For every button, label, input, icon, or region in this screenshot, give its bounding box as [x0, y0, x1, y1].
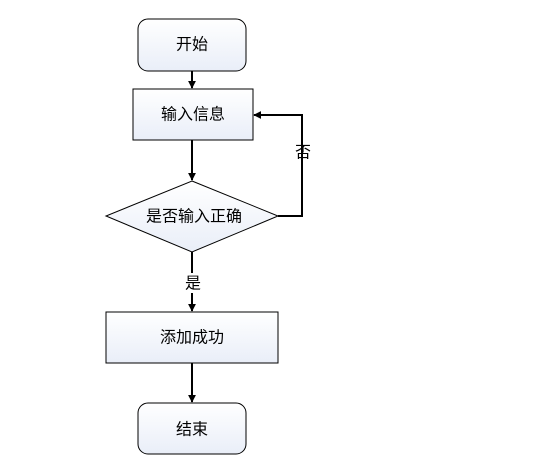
start-label: 开始 — [176, 35, 208, 54]
edge-yes-label: 是 — [185, 274, 201, 293]
add-shape — [105, 311, 279, 364]
add-node: 添加成功 — [105, 311, 279, 364]
end-shape — [137, 402, 247, 455]
input-shape — [132, 88, 254, 141]
add-label: 添加成功 — [160, 328, 224, 347]
decision-label: 是否输入正确 — [146, 207, 242, 226]
end-node: 结束 — [137, 402, 247, 455]
decision-node: 是否输入正确 — [104, 180, 280, 253]
end-label: 结束 — [176, 420, 208, 439]
start-node: 开始 — [137, 18, 247, 72]
input-label: 输入信息 — [161, 105, 225, 124]
input-node: 输入信息 — [132, 88, 254, 141]
edge-decision-no-loop — [253, 111, 303, 217]
edge-yes-label-bg — [183, 273, 203, 293]
edge-no-label: 否 — [295, 143, 311, 162]
